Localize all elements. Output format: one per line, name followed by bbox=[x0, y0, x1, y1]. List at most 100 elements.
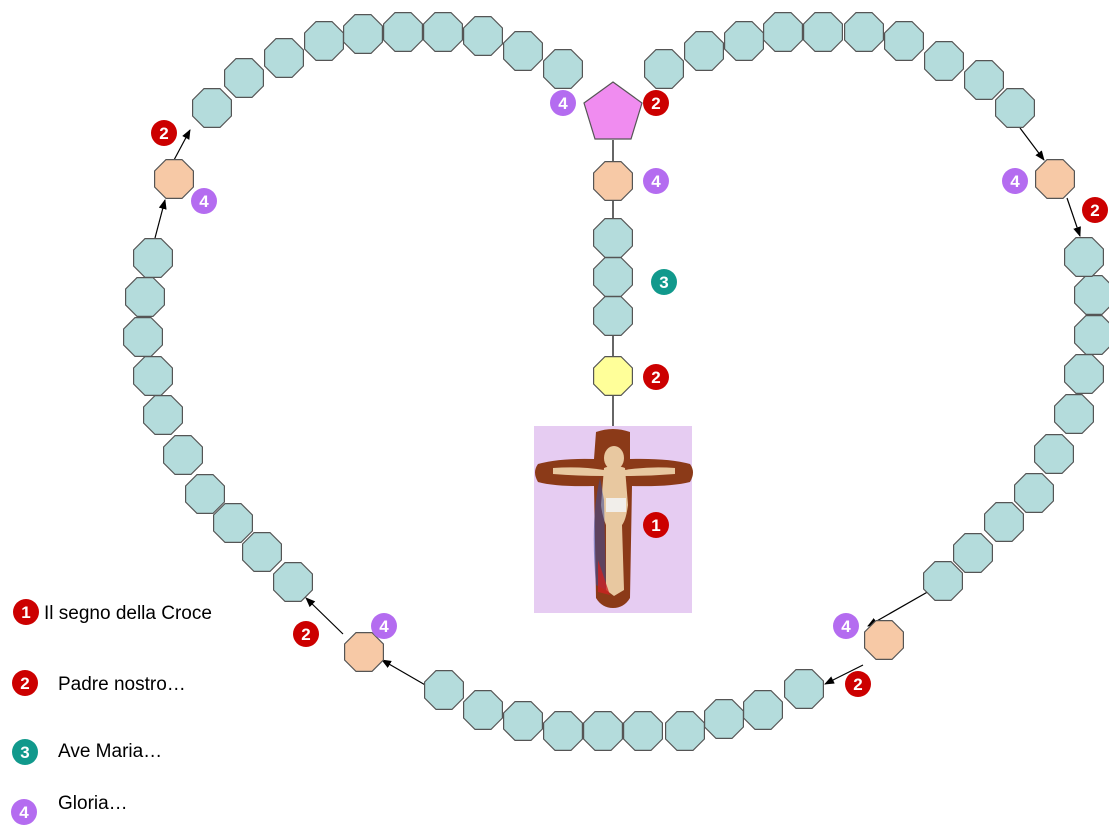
badge-number: 1 bbox=[651, 516, 660, 535]
badge-circle bbox=[643, 364, 669, 390]
badge-circle bbox=[845, 671, 871, 697]
bead-chain bbox=[122, 12, 1109, 752]
ave-maria-bead bbox=[802, 12, 844, 53]
badge-4: 4 bbox=[643, 168, 669, 194]
ave-maria-bead bbox=[952, 532, 994, 574]
padre-nostro-bead bbox=[1034, 159, 1076, 199]
ave-maria-bead bbox=[463, 16, 503, 57]
badge-circle bbox=[11, 799, 37, 825]
ave-maria-bead bbox=[983, 502, 1025, 543]
badge-number: 4 bbox=[19, 803, 29, 822]
badge-number: 2 bbox=[20, 674, 29, 693]
badge-2: 2 bbox=[845, 671, 871, 697]
badge-number: 3 bbox=[659, 273, 668, 292]
arrow-bottom-left bbox=[381, 659, 428, 687]
badge-3: 3 bbox=[651, 269, 677, 295]
ave-maria-bead bbox=[1073, 315, 1109, 355]
ave-maria-bead bbox=[582, 710, 624, 752]
badge-circle bbox=[12, 670, 38, 696]
ave-maria-bead bbox=[192, 87, 232, 129]
ave-maria-bead bbox=[963, 59, 1005, 101]
ave-maria-bead bbox=[133, 238, 173, 278]
badge-4: 4 bbox=[11, 799, 37, 825]
badge-number: 1 bbox=[21, 603, 30, 622]
ave-maria-bead bbox=[185, 474, 225, 515]
badge-circle bbox=[13, 599, 39, 625]
badge-number: 2 bbox=[159, 124, 168, 143]
ave-maria-bead bbox=[163, 435, 203, 475]
ave-maria-bead bbox=[383, 12, 423, 53]
badge-number: 2 bbox=[301, 625, 310, 644]
ave-maria-bead bbox=[883, 21, 925, 62]
arrow-right-lower bbox=[867, 585, 939, 627]
ave-maria-bead bbox=[762, 12, 804, 53]
crucifix-image bbox=[534, 426, 693, 613]
badge-2: 2 bbox=[12, 670, 38, 696]
badge-2: 2 bbox=[293, 621, 319, 647]
badge-circle bbox=[550, 90, 576, 116]
badge-1: 1 bbox=[643, 512, 669, 538]
ave-maria-bead bbox=[213, 503, 253, 544]
legend-item-2-label: Padre nostro… bbox=[58, 674, 186, 695]
ave-maria-bead bbox=[424, 669, 464, 711]
badge-2: 2 bbox=[643, 364, 669, 390]
ave-maria-bead bbox=[122, 317, 163, 357]
arrow-left-lower bbox=[305, 597, 344, 635]
ave-maria-bead bbox=[994, 87, 1036, 129]
ave-maria-bead bbox=[1033, 434, 1075, 474]
ave-maria-bead bbox=[1063, 354, 1105, 394]
ave-maria-bead bbox=[304, 21, 344, 62]
ave-maria-bead bbox=[423, 12, 463, 53]
legend-item-1-label: Il segno della Croce bbox=[44, 603, 212, 624]
legend-item-3-label: Ave Maria… bbox=[58, 741, 163, 762]
badge-circle bbox=[12, 739, 38, 765]
badge-number: 3 bbox=[20, 743, 29, 762]
arrow-right-top bbox=[1019, 127, 1045, 161]
badge-number: 2 bbox=[651, 94, 660, 113]
ave-maria-bead bbox=[843, 12, 885, 53]
number-badges: 1 2 2 2 2 2 2 3 4 4 4 4 4 4 1 2 3 4 bbox=[11, 90, 1108, 825]
ave-maria-bead bbox=[273, 561, 313, 603]
badge-number: 4 bbox=[379, 617, 389, 636]
badge-circle bbox=[651, 269, 677, 295]
badge-circle bbox=[371, 613, 397, 639]
ave-maria-bead bbox=[622, 710, 664, 752]
ave-maria-bead bbox=[592, 257, 634, 297]
badge-circle bbox=[293, 621, 319, 647]
badge-circle bbox=[833, 613, 859, 639]
badge-number: 4 bbox=[558, 94, 568, 113]
ave-maria-bead bbox=[683, 31, 725, 72]
badge-number: 2 bbox=[1090, 201, 1099, 220]
padre-nostro-bead bbox=[863, 619, 905, 661]
badge-circle bbox=[643, 168, 669, 194]
badge-circle bbox=[643, 512, 669, 538]
badge-2: 2 bbox=[151, 120, 177, 146]
badge-4: 4 bbox=[1002, 168, 1028, 194]
badge-4: 4 bbox=[191, 188, 217, 214]
badge-circle bbox=[1082, 197, 1108, 223]
ave-maria-bead bbox=[343, 14, 383, 55]
badge-number: 4 bbox=[651, 172, 661, 191]
padre-nostro-bead bbox=[592, 161, 634, 201]
badge-number: 2 bbox=[651, 368, 660, 387]
ave-maria-bead bbox=[723, 21, 765, 62]
arrow-right-upper bbox=[1066, 197, 1081, 237]
badge-number: 4 bbox=[841, 617, 851, 636]
ave-maria-bead bbox=[592, 218, 634, 258]
ave-maria-bead bbox=[503, 31, 544, 72]
badge-circle bbox=[191, 188, 217, 214]
ave-maria-bead bbox=[143, 395, 183, 435]
ave-maria-bead bbox=[224, 57, 264, 99]
badge-4: 4 bbox=[833, 613, 859, 639]
padre-nostro-bead bbox=[154, 159, 194, 199]
arrow-left-top bbox=[173, 129, 191, 161]
badge-1: 1 bbox=[13, 599, 39, 625]
ave-maria-bead bbox=[1053, 394, 1095, 434]
badge-number: 4 bbox=[1010, 172, 1020, 191]
centerpiece-pentagon bbox=[583, 81, 643, 140]
ave-maria-bead bbox=[542, 48, 584, 90]
badge-number: 2 bbox=[853, 675, 862, 694]
ave-maria-bead bbox=[542, 710, 584, 752]
badge-2: 2 bbox=[643, 90, 669, 116]
